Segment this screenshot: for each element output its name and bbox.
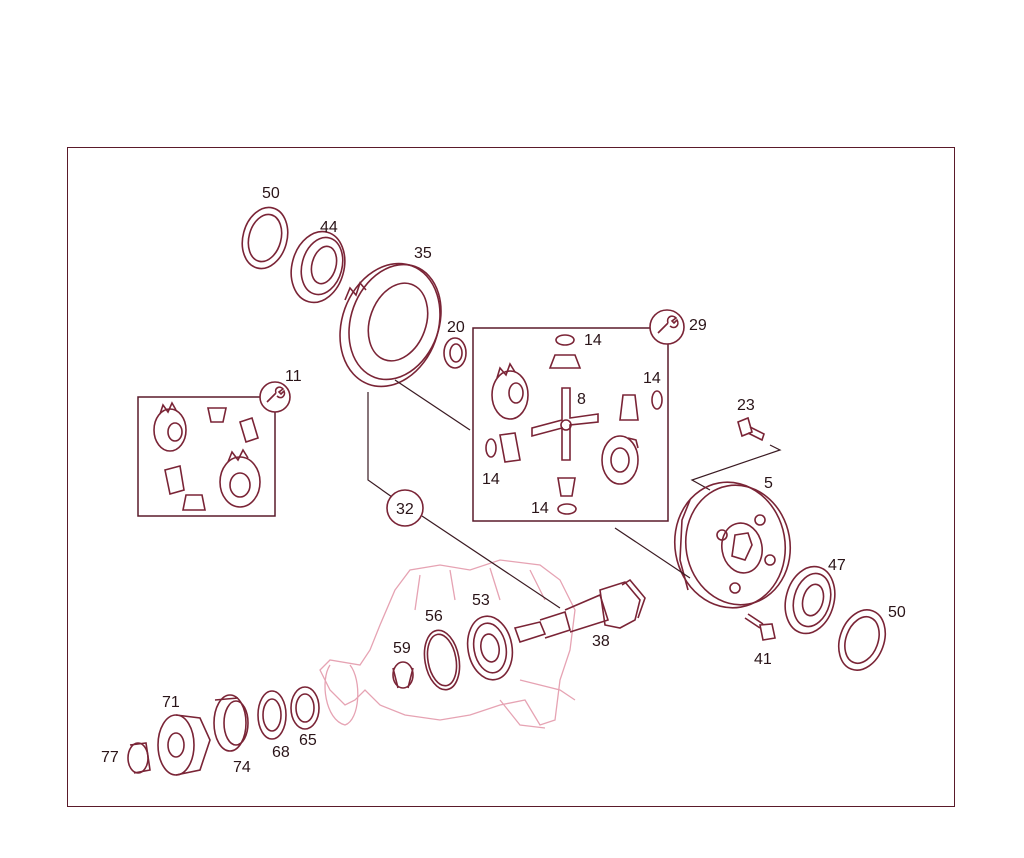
axle-housing-outline bbox=[319, 559, 576, 729]
part-14-bottom-gear[interactable] bbox=[557, 477, 576, 497]
label-14-right: 14 bbox=[643, 370, 661, 387]
part-14-left-washer[interactable] bbox=[485, 438, 497, 458]
label-29: 29 bbox=[689, 317, 707, 334]
label-44: 44 bbox=[320, 219, 338, 236]
diagram-frame bbox=[67, 147, 955, 807]
label-8: 8 bbox=[577, 391, 586, 408]
label-77: 77 bbox=[101, 749, 119, 766]
part-14-bottom-washer[interactable] bbox=[557, 503, 577, 515]
label-14-left: 14 bbox=[482, 471, 500, 488]
part-14-left-gear[interactable] bbox=[499, 432, 521, 463]
label-47: 47 bbox=[828, 557, 846, 574]
label-38: 38 bbox=[592, 633, 610, 650]
part-38-drive-pinion[interactable] bbox=[513, 578, 646, 643]
label-20: 20 bbox=[447, 319, 465, 336]
part-53-bearing[interactable] bbox=[463, 613, 517, 684]
callout-32 bbox=[386, 489, 424, 527]
part-23-bolt[interactable] bbox=[737, 416, 765, 442]
part-5-differential-case[interactable] bbox=[665, 473, 800, 616]
part-65-bearing[interactable] bbox=[290, 686, 320, 730]
part-side-gear[interactable] bbox=[491, 362, 529, 420]
label-41: 41 bbox=[754, 651, 772, 668]
kit-11-pinion-bottom[interactable] bbox=[182, 494, 206, 511]
label-14-bottom: 14 bbox=[531, 500, 549, 517]
part-56-ring[interactable] bbox=[420, 628, 464, 693]
kit-11-pinion[interactable] bbox=[207, 407, 227, 423]
leader-line bbox=[614, 527, 691, 579]
kit-11-side-gear-right[interactable] bbox=[219, 448, 261, 508]
label-32: 32 bbox=[396, 501, 414, 518]
part-50-seal[interactable] bbox=[236, 202, 295, 273]
kit-11-pinion-right[interactable] bbox=[239, 416, 259, 444]
part-20-washer[interactable] bbox=[443, 337, 467, 369]
leader-line bbox=[690, 444, 782, 491]
kit-11-box bbox=[137, 396, 276, 517]
part-14-right-gear[interactable] bbox=[619, 394, 639, 421]
label-68: 68 bbox=[272, 744, 290, 761]
part-8-cross-shaft[interactable] bbox=[531, 387, 599, 461]
part-68-seal[interactable] bbox=[257, 690, 287, 740]
label-14-top: 14 bbox=[584, 332, 602, 349]
wrench-icon bbox=[259, 381, 291, 413]
label-74: 74 bbox=[233, 759, 251, 776]
part-44-bearing[interactable] bbox=[284, 225, 353, 308]
label-5: 5 bbox=[764, 475, 773, 492]
kit-29-box bbox=[472, 327, 669, 522]
label-56: 56 bbox=[425, 608, 443, 625]
label-35: 35 bbox=[414, 245, 432, 262]
part-74-cover[interactable] bbox=[213, 694, 249, 752]
kit-11-pinion-left[interactable] bbox=[164, 465, 185, 496]
part-35-ring-gear[interactable] bbox=[323, 249, 456, 400]
label-65: 65 bbox=[299, 732, 317, 749]
label-71: 71 bbox=[162, 694, 180, 711]
part-14-pinion-gear[interactable] bbox=[548, 354, 582, 369]
part-50-seal-right[interactable] bbox=[831, 603, 894, 676]
leader-line bbox=[421, 515, 561, 609]
label-59: 59 bbox=[393, 640, 411, 657]
label-23: 23 bbox=[737, 397, 755, 414]
leader-line bbox=[367, 392, 393, 498]
part-71-flange[interactable] bbox=[157, 714, 211, 776]
part-59-spacer[interactable] bbox=[392, 661, 414, 689]
wrench-icon bbox=[649, 309, 685, 345]
label-53: 53 bbox=[472, 592, 490, 609]
part-side-gear-right[interactable] bbox=[601, 435, 639, 485]
part-77-nut[interactable] bbox=[127, 742, 151, 774]
leader-line bbox=[394, 379, 471, 431]
label-50-top: 50 bbox=[262, 185, 280, 202]
part-14-washer[interactable] bbox=[555, 334, 575, 346]
label-11: 11 bbox=[285, 368, 302, 385]
kit-11-side-gear[interactable] bbox=[153, 401, 187, 452]
label-50-right: 50 bbox=[888, 604, 906, 621]
part-14-right-washer[interactable] bbox=[651, 390, 663, 410]
part-41-bolt[interactable] bbox=[744, 613, 776, 641]
part-47-bearing[interactable] bbox=[778, 561, 842, 639]
